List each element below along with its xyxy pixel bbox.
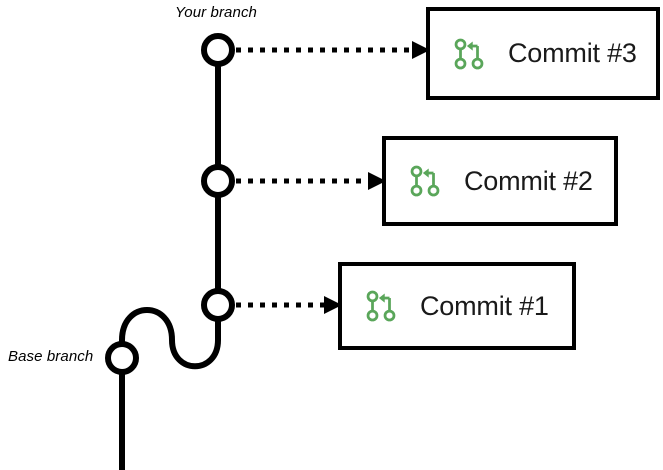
connector-arrow-commit-3 [236, 41, 430, 59]
branch-fork-curve [119, 305, 221, 370]
git-pull-request-icon [410, 165, 440, 197]
commit-card-label: Commit #1 [420, 290, 549, 321]
commit-node-2[interactable] [201, 164, 235, 198]
commit-node-3[interactable] [201, 33, 235, 67]
commit-card-1[interactable]: Commit #1 [338, 262, 576, 350]
commit-card-2[interactable]: Commit #2 [382, 136, 618, 226]
commit-card-label: Commit #2 [464, 165, 593, 196]
connector-arrow-commit-2 [236, 172, 386, 190]
connector-arrow-commit-1 [236, 296, 342, 314]
your-branch-label: Your branch [175, 4, 257, 21]
git-pull-request-icon [454, 38, 484, 69]
commit-node-1[interactable] [201, 288, 235, 322]
base-branch-label: Base branch [8, 348, 94, 365]
git-pull-request-icon [366, 290, 396, 322]
commit-card-3[interactable]: Commit #3 [426, 7, 660, 100]
base-branch-node[interactable] [105, 341, 139, 375]
commit-card-label: Commit #3 [508, 38, 637, 68]
